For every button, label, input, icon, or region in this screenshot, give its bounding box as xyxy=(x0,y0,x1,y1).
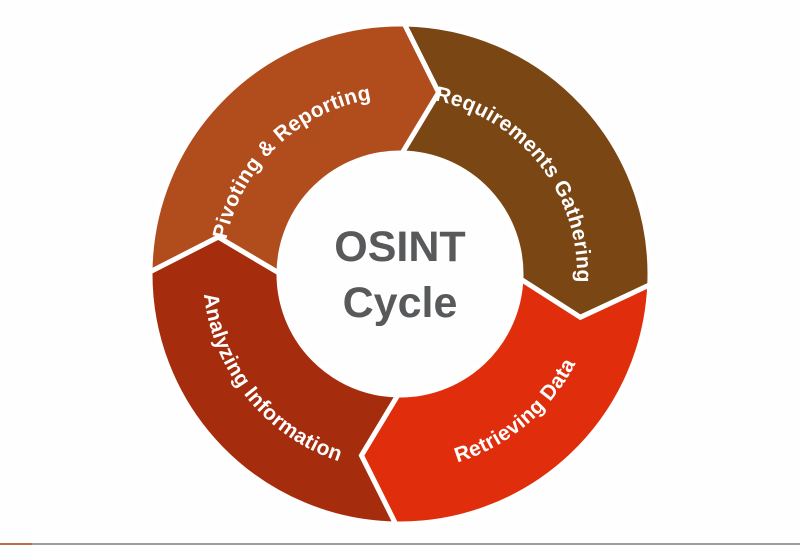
center-title-line1: OSINT xyxy=(334,223,465,271)
segment-requirements-gathering xyxy=(397,21,653,321)
segment-analyzing-information xyxy=(147,234,403,527)
bottom-divider-accent xyxy=(0,543,32,545)
segment-pivoting-reporting xyxy=(147,21,442,278)
segment-retrieving-data xyxy=(358,274,653,527)
center-title-line2: Cycle xyxy=(343,279,458,327)
bottom-divider xyxy=(32,543,800,545)
